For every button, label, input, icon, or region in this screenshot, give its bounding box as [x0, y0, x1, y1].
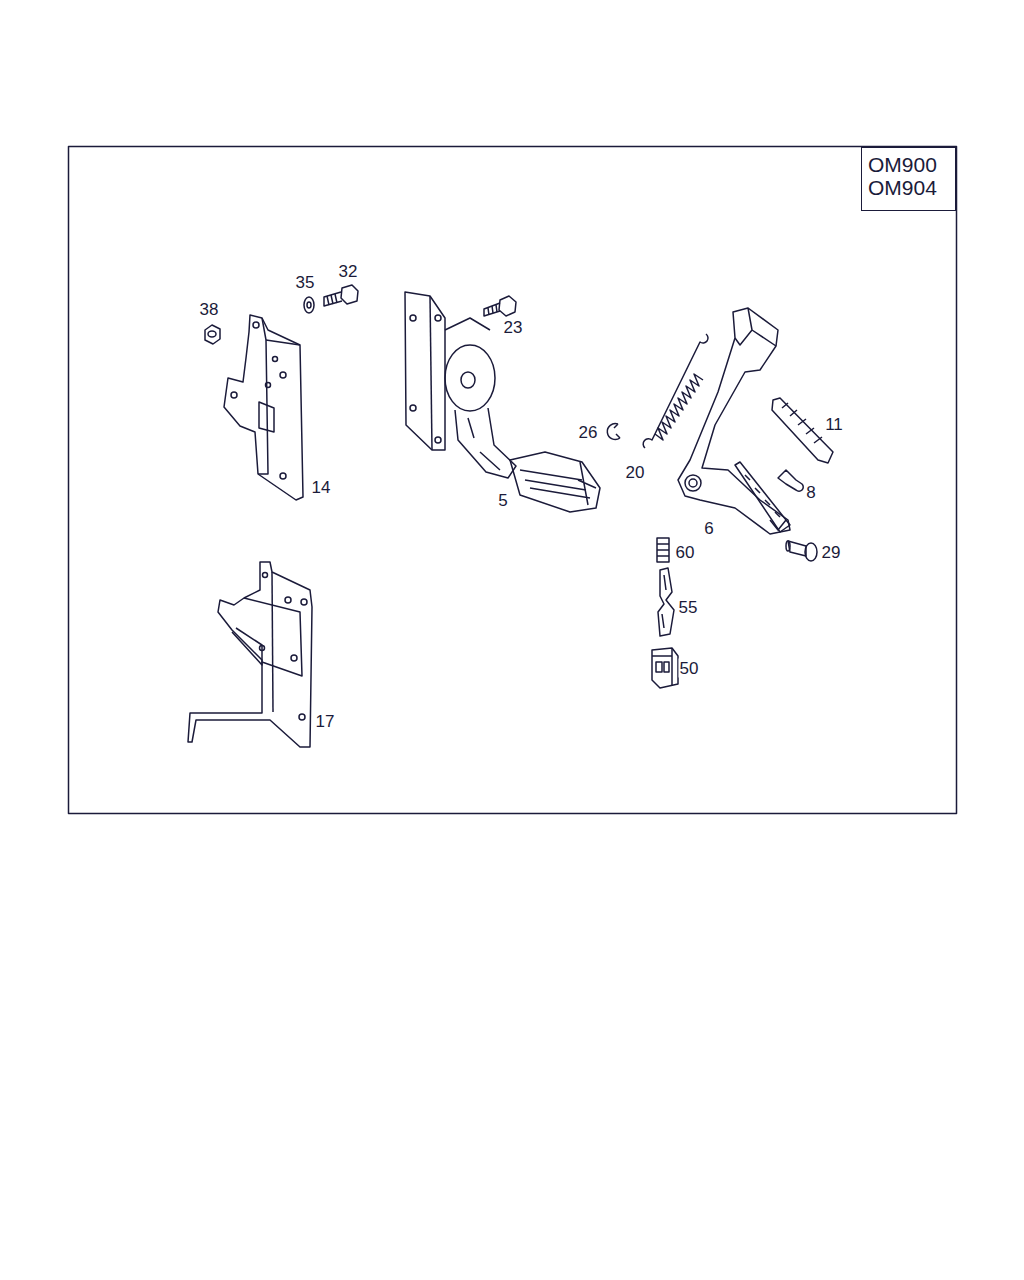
callout-number: 17 — [315, 712, 336, 731]
bolt — [324, 285, 358, 306]
callout-number: 20 — [625, 463, 646, 482]
callout-number: 26 — [578, 423, 599, 442]
callout-number: 8 — [805, 483, 816, 502]
contact-strip — [658, 568, 674, 636]
callout-number: 35 — [295, 273, 316, 292]
callout-number: 29 — [821, 543, 842, 562]
clip — [778, 470, 803, 491]
washer — [304, 297, 314, 313]
bolt — [484, 296, 516, 316]
bracket — [188, 562, 312, 747]
circlip — [607, 424, 620, 440]
callout-number: 32 — [338, 262, 359, 281]
engine-code-box: OM900 OM904 — [861, 147, 956, 211]
callout-number: 11 — [824, 415, 844, 434]
frame — [69, 147, 957, 814]
callout-number: 55 — [678, 598, 699, 617]
connector-block — [652, 648, 678, 688]
engine-code: OM900 OM904 — [862, 148, 955, 204]
callout-number: 23 — [503, 318, 524, 337]
callout-number: 14 — [311, 478, 332, 497]
bracket — [224, 315, 303, 500]
callout-number: 6 — [703, 519, 714, 538]
pedal-assembly — [405, 292, 600, 512]
callout-number: 60 — [675, 543, 696, 562]
spring — [643, 334, 708, 448]
callout-number: 50 — [679, 659, 700, 678]
small-spring — [657, 538, 669, 562]
pedal-lever — [678, 308, 790, 534]
callout-number: 38 — [199, 300, 220, 319]
nut — [205, 325, 220, 344]
pin — [786, 541, 817, 561]
callout-number: 5 — [497, 491, 508, 510]
